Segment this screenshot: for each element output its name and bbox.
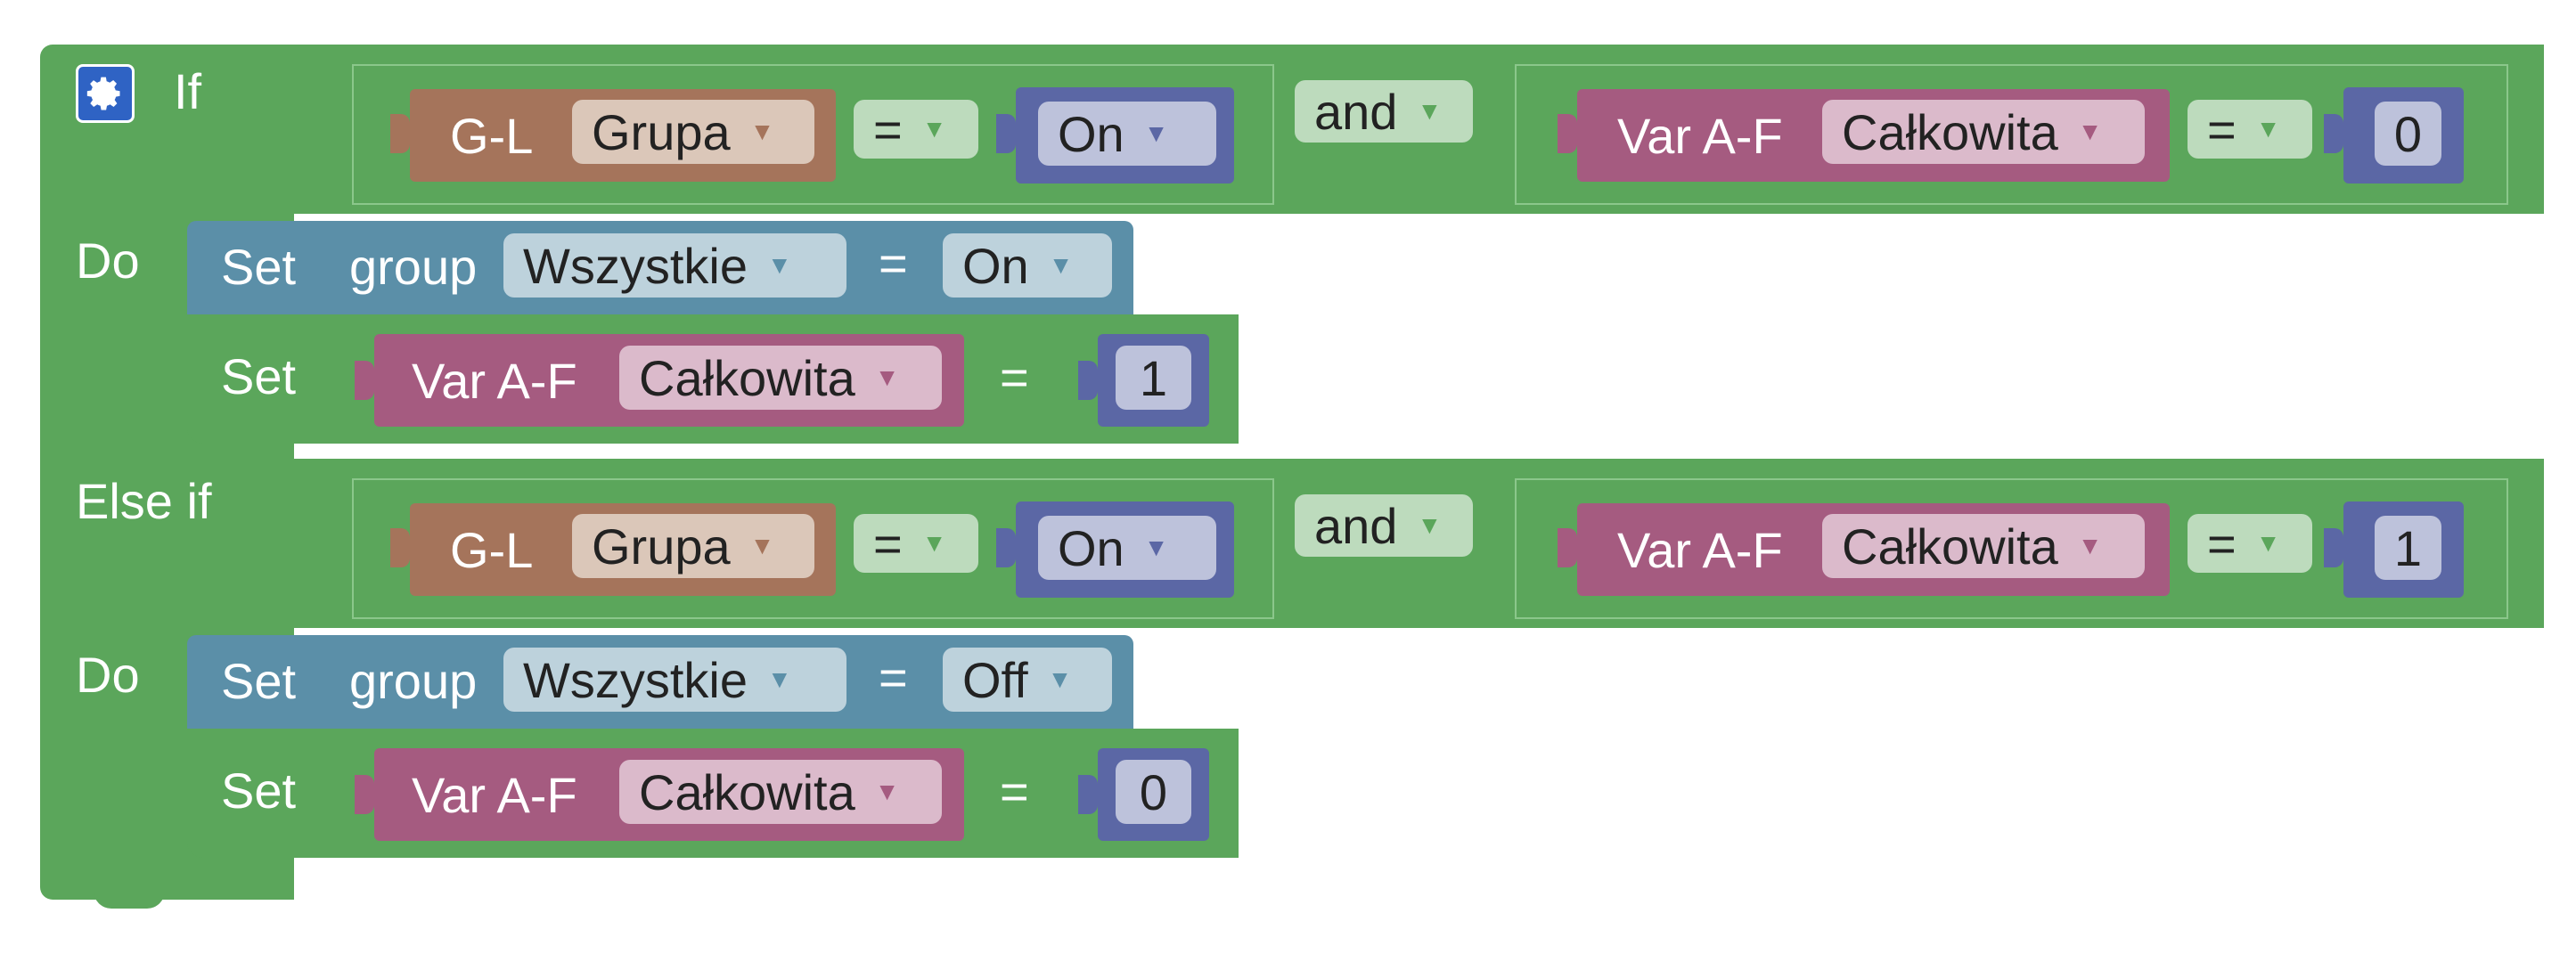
logic-op-value: and [1314, 497, 1398, 554]
if-label: If [174, 63, 202, 119]
chevron-down-icon: ▼ [767, 251, 792, 279]
chevron-down-icon: ▼ [2077, 118, 2103, 145]
group-name-dropdown[interactable]: Wszystkie ▼ [503, 233, 846, 298]
state-dropdown-value: On [1058, 105, 1124, 162]
state-dropdown-value: On [1058, 519, 1124, 576]
state-set-dropdown[interactable]: On ▼ [943, 233, 1112, 298]
chevron-down-icon: ▼ [767, 665, 792, 693]
variable-dropdown-value: Całkowita [1842, 103, 2058, 160]
chevron-down-icon: ▼ [921, 115, 947, 143]
chevron-down-icon: ▼ [1417, 97, 1443, 125]
chevron-down-icon: ▼ [921, 529, 947, 557]
chevron-down-icon: ▼ [1143, 119, 1169, 147]
group-block-plug [390, 528, 410, 567]
compare-op-value: = [873, 515, 903, 572]
do-label: Do [76, 232, 140, 289]
state-block-plug [996, 114, 1016, 153]
variable-op-dropdown[interactable]: = ▼ [2188, 100, 2312, 159]
variable-block-plug [1558, 114, 1577, 153]
variable-op-value: = [2207, 515, 2237, 572]
compare-op-dropdown[interactable]: = ▼ [854, 100, 978, 159]
number-input[interactable]: 1 [2375, 516, 2441, 580]
compare-op-value: = [873, 101, 903, 158]
chevron-down-icon: ▼ [749, 118, 775, 145]
logic-op-value: and [1314, 83, 1398, 140]
variable-dropdown-value: Całkowita [1842, 518, 2058, 575]
variable-dropdown-value: Całkowita [639, 349, 855, 406]
state-set-dropdown[interactable]: Off ▼ [943, 648, 1112, 712]
group-name-value: Wszystkie [523, 237, 748, 294]
chevron-down-icon: ▼ [1417, 511, 1443, 539]
compare-op-dropdown[interactable]: = ▼ [854, 514, 978, 573]
variable-prefix: Var A-F [412, 353, 577, 409]
variable-dropdown[interactable]: Całkowita ▼ [619, 346, 942, 410]
set-label: Set [221, 653, 297, 709]
variable-dropdown[interactable]: Całkowita ▼ [619, 760, 942, 824]
group-dropdown[interactable]: Grupa ▼ [572, 100, 814, 164]
number-input[interactable]: 0 [1116, 760, 1191, 824]
equals-label: = [879, 235, 908, 291]
group-name-value: Wszystkie [523, 651, 748, 708]
variable-block-plug [355, 361, 374, 400]
group-dropdown-value: Grupa [592, 103, 731, 160]
number-input[interactable]: 0 [2375, 102, 2441, 166]
variable-prefix: Var A-F [412, 767, 577, 823]
variable-op-dropdown[interactable]: = ▼ [2188, 514, 2312, 573]
group-label: group [349, 239, 478, 295]
number-input[interactable]: 1 [1116, 346, 1191, 410]
group-name-dropdown[interactable]: Wszystkie ▼ [503, 648, 846, 712]
set-variable-label: Set [221, 762, 297, 819]
group-prefix: G-L [450, 108, 534, 164]
chevron-down-icon: ▼ [1047, 665, 1073, 693]
group-label: group [349, 653, 478, 709]
chevron-down-icon: ▼ [1143, 534, 1169, 561]
chevron-down-icon: ▼ [874, 778, 900, 805]
variable-dropdown-value: Całkowita [639, 763, 855, 820]
group-dropdown[interactable]: Grupa ▼ [572, 514, 814, 578]
variable-block-plug [1558, 528, 1577, 567]
do-label-2: Do [76, 647, 140, 703]
if-block-bottom-notch [94, 882, 165, 909]
group-prefix: G-L [450, 522, 534, 578]
state-set-value: Off [962, 651, 1028, 708]
equals-label: = [1000, 349, 1029, 405]
chevron-down-icon: ▼ [749, 532, 775, 559]
gear-icon[interactable] [76, 64, 135, 123]
number-block-plug [2324, 114, 2343, 153]
logic-op-dropdown[interactable]: and ▼ [1295, 80, 1473, 143]
variable-prefix: Var A-F [1617, 522, 1783, 578]
chevron-down-icon: ▼ [2255, 115, 2281, 143]
logic-op-dropdown[interactable]: and ▼ [1295, 494, 1473, 557]
state-set-value: On [962, 237, 1029, 294]
chevron-down-icon: ▼ [2077, 532, 2103, 559]
variable-op-value: = [2207, 101, 2237, 158]
number-block-plug [1078, 361, 1098, 400]
chevron-down-icon: ▼ [2255, 529, 2281, 557]
chevron-down-icon: ▼ [1048, 251, 1074, 279]
variable-prefix: Var A-F [1617, 108, 1783, 164]
equals-label: = [1000, 763, 1029, 819]
number-block-plug [1078, 775, 1098, 814]
gear-glyph [86, 77, 120, 110]
state-dropdown[interactable]: On ▼ [1038, 516, 1216, 580]
group-dropdown-value: Grupa [592, 518, 731, 575]
else-if-label: Else if [76, 473, 212, 529]
variable-dropdown[interactable]: Całkowita ▼ [1822, 514, 2145, 578]
state-dropdown[interactable]: On ▼ [1038, 102, 1216, 166]
set-variable-label: Set [221, 348, 297, 404]
equals-label: = [879, 649, 908, 705]
variable-block-plug [355, 775, 374, 814]
group-block-plug [390, 114, 410, 153]
chevron-down-icon: ▼ [874, 363, 900, 391]
set-label: Set [221, 239, 297, 295]
variable-dropdown[interactable]: Całkowita ▼ [1822, 100, 2145, 164]
number-block-plug [2324, 528, 2343, 567]
state-block-plug [996, 528, 1016, 567]
